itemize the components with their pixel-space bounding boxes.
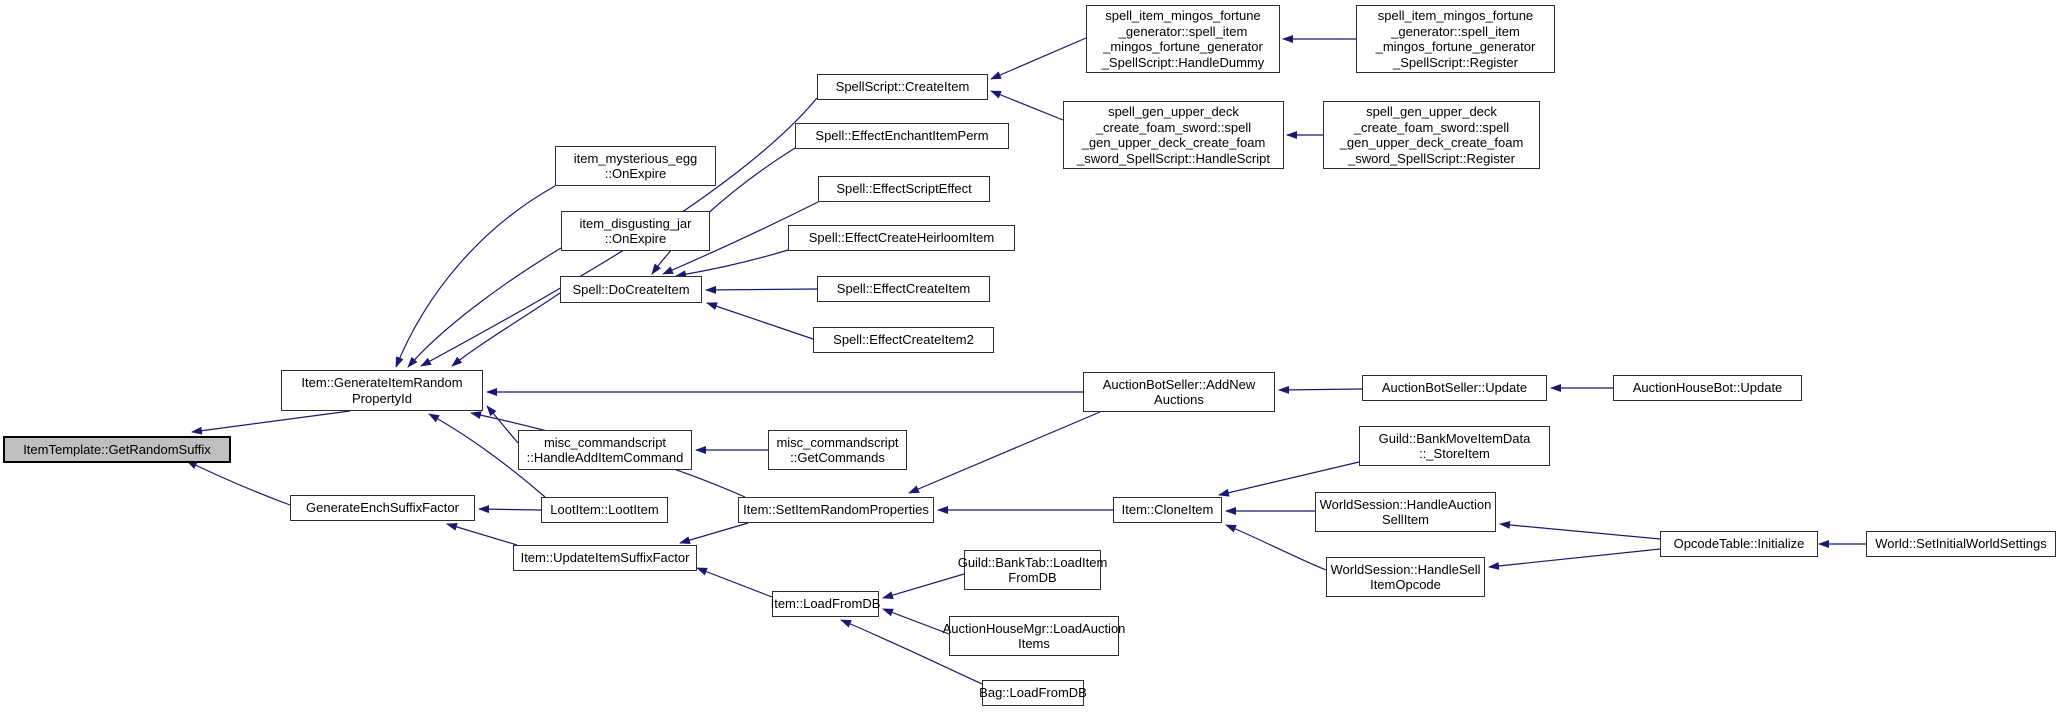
edge-opcodetableinitialize-to-handlesellitemopcode — [1488, 548, 1661, 570]
node-spell-effectenchantitemperm[interactable]: Spell::EffectEnchantItemPerm — [795, 123, 1009, 149]
edge-auctionbotsellerupdate-to-addnewauctions — [1278, 385, 1363, 394]
edge-handleadditemcommand-to-generateitemrandompropertyid — [486, 405, 519, 444]
edge-opcodetableinitialize-to-handleauctionsellitem — [1499, 520, 1661, 540]
node-item-loadfromdb[interactable]: Item::LoadFromDB — [771, 591, 880, 617]
edge-generateitemrandompropertyid-to-getrandomsuffix — [191, 410, 351, 435]
node-generateenchsuffixfactor[interactable]: GenerateEnchSuffixFactor — [290, 495, 475, 521]
edge-banktabloaditemfromdb-to-loadfromdb — [882, 573, 965, 599]
edge-lootitem-to-generateenchsuffixfactor — [478, 505, 542, 514]
node-itemtemplate-getrandomsuffix[interactable]: ItemTemplate::GetRandomSuffix — [3, 436, 231, 463]
edge-handlesellitemopcode-to-cloneitem — [1225, 524, 1327, 571]
node-spell-item-mingos-handledummy[interactable]: spell_item_mingos_fortune _generator::sp… — [1086, 5, 1280, 73]
edge-updateitemsuffixfactor-to-generateenchsuffixfactor — [446, 523, 518, 546]
node-spell-gen-foam-sword-register[interactable]: spell_gen_upper_deck _create_foam_sword:… — [1323, 101, 1540, 169]
node-item-setitemrandomproperties[interactable]: Item::SetItemRandomProperties — [738, 497, 934, 523]
edge-loadauctionitems-to-loadfromdb — [882, 608, 950, 635]
edge-effectscripteffect-to-docreateitem — [662, 201, 819, 275]
node-misc-commandscript-getcommands[interactable]: misc_commandscript ::GetCommands — [768, 430, 907, 470]
node-worldsession-handleauctionsellitem[interactable]: WorldSession::HandleAuction SellItem — [1315, 492, 1496, 532]
node-world-setinitialworldsettings[interactable]: World::SetInitialWorldSettings — [1866, 531, 2056, 557]
edge-docreateitem-to-generateitemrandompropertyid — [451, 292, 561, 367]
edge-bagloadfromdb-to-loadfromdb — [840, 619, 983, 685]
node-spellscript-createitem[interactable]: SpellScript::CreateItem — [817, 74, 988, 100]
node-spell-effectcreateitem2[interactable]: Spell::EffectCreateItem2 — [813, 327, 994, 353]
edge-mingoshandledummy-to-spellscriptcreateitem — [990, 37, 1087, 80]
node-lootitem-lootitem[interactable]: LootItem::LootItem — [541, 497, 668, 523]
edge-generateenchsuffixfactor-to-getrandomsuffix — [186, 460, 291, 506]
node-guild-banktab-loaditemfromdb[interactable]: Guild::BankTab::LoadItem FromDB — [958, 550, 1107, 590]
node-guild-bankmoveitemdata-storeitem[interactable]: Guild::BankMoveItemData ::_StoreItem — [1359, 426, 1550, 466]
node-item-mysterious-egg-onexpire[interactable]: item_mysterious_egg ::OnExpire — [555, 146, 716, 186]
node-spell-effectcreateitem[interactable]: Spell::EffectCreateItem — [817, 276, 990, 302]
node-spell-item-mingos-register[interactable]: spell_item_mingos_fortune _generator::sp… — [1356, 5, 1555, 73]
edge-setitemrandomproperties-to-updateitemsuffixfactor — [679, 522, 749, 545]
edge-effectcreateitem2-to-docreateitem — [706, 302, 814, 340]
node-auctionhousebot-update[interactable]: AuctionHouseBot::Update — [1613, 375, 1802, 401]
edge-lootitem-to-generateitemrandompropertyid — [428, 413, 546, 498]
node-spell-effectscripteffect[interactable]: Spell::EffectScriptEffect — [818, 176, 990, 202]
edge-loadfromdb-to-updateitemsuffixfactor — [696, 567, 773, 598]
edge-effectcreateheirloomitem-to-docreateitem — [675, 249, 789, 279]
node-item-updateitemsuffixfactor[interactable]: Item::UpdateItemSuffixFactor — [513, 545, 697, 571]
node-worldsession-handlesellitemopcode[interactable]: WorldSession::HandleSell ItemOpcode — [1326, 557, 1485, 597]
node-spell-docreateitem[interactable]: Spell::DoCreateItem — [560, 276, 702, 303]
edge-foamhandlescript-to-spellscriptcreateitem — [990, 90, 1064, 121]
node-auctionbotseller-update[interactable]: AuctionBotSeller::Update — [1362, 375, 1547, 401]
node-auctionbotseller-addnewauctions[interactable]: AuctionBotSeller::AddNew Auctions — [1083, 372, 1275, 412]
edge-disgustingjar-to-generateitemrandompropertyid — [407, 247, 562, 368]
node-item-disgusting-jar-onexpire[interactable]: item_disgusting_jar ::OnExpire — [561, 211, 710, 251]
edge-effectcreateitem-to-docreateitem — [705, 285, 818, 294]
edge-addnewauctions-to-setitemrandomproperties — [908, 411, 1101, 494]
edge-storeitem-to-cloneitem — [1218, 461, 1360, 497]
edge-mysteriousegg-to-generateitemrandompropertyid — [395, 185, 556, 368]
node-spell-gen-foam-sword-handlescript[interactable]: spell_gen_upper_deck _create_foam_sword:… — [1063, 101, 1284, 169]
node-item-generateitemrandompropertyid[interactable]: Item::GenerateItemRandom PropertyId — [281, 370, 483, 411]
node-spell-effectcreateheirloomitem[interactable]: Spell::EffectCreateHeirloomItem — [788, 225, 1015, 251]
node-item-cloneitem[interactable]: Item::CloneItem — [1113, 497, 1222, 523]
node-misc-commandscript-handleadditemcommand[interactable]: misc_commandscript ::HandleAddItemComman… — [518, 430, 692, 470]
node-bag-loadfromdb[interactable]: Bag::LoadFromDB — [979, 680, 1087, 706]
node-auctionhousemgr-loadauctionitems[interactable]: AuctionHouseMgr::LoadAuction Items — [943, 616, 1125, 656]
node-opcodetable-initialize[interactable]: OpcodeTable::Initialize — [1660, 531, 1818, 557]
